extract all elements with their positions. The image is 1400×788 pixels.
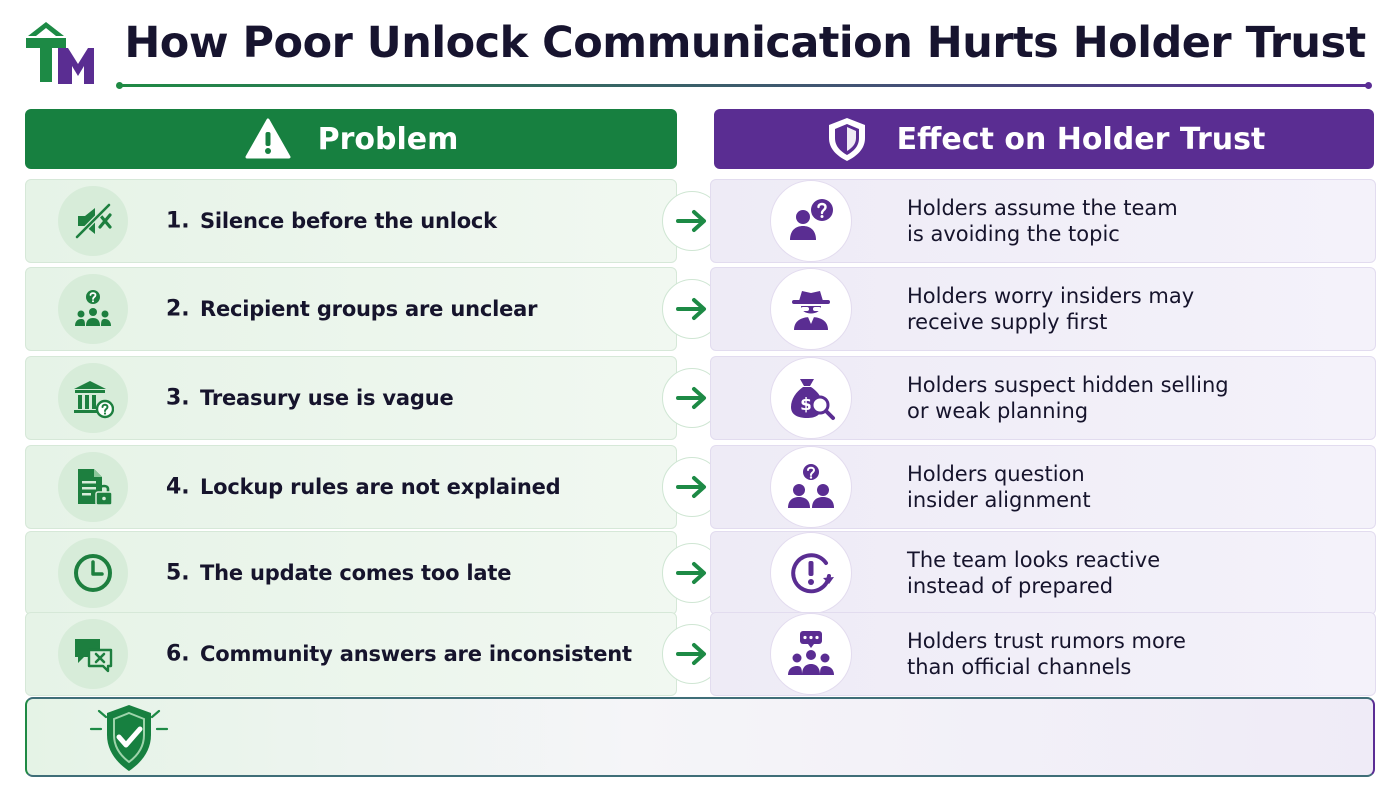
effect-line-1: Holders suspect hidden selling <box>907 373 1229 397</box>
effect-line-2: receive supply first <box>907 310 1108 334</box>
effect-line-2: or weak planning <box>907 399 1089 423</box>
comparison-row-4: 4. Lockup rules are not explained Holder… <box>0 445 1400 529</box>
problem-cell <box>25 356 677 440</box>
effect-text: The team looks reactive instead of prepa… <box>907 547 1160 599</box>
problem-cell <box>25 267 677 351</box>
brand-logo <box>26 22 94 84</box>
row-number: 6. <box>166 641 190 667</box>
row-number: 1. <box>166 208 190 234</box>
effect-line-2: than official channels <box>907 655 1132 679</box>
effect-line-1: Holders assume the team <box>907 196 1178 220</box>
effect-line-1: Holders worry insiders may <box>907 284 1195 308</box>
row-number: 4. <box>166 474 190 500</box>
comparison-row-1: 1. Silence before the unlock Holders ass… <box>0 179 1400 263</box>
effect-line-2: instead of prepared <box>907 574 1114 598</box>
alert-cycle-icon <box>770 532 852 614</box>
pair-question-icon <box>770 446 852 528</box>
svg-text:$: $ <box>800 395 812 415</box>
problem-header: Problem <box>25 109 677 169</box>
clock-icon <box>58 538 128 608</box>
effect-text: Holders question insider alignment <box>907 461 1091 513</box>
effect-text: Holders suspect hidden selling or weak p… <box>907 372 1229 424</box>
problem-text: Recipient groups are unclear <box>200 297 538 321</box>
shield-check-icon <box>89 705 169 771</box>
warning-icon <box>245 118 291 159</box>
chat-x-icon <box>58 619 128 689</box>
problem-text: The update comes too late <box>200 561 512 585</box>
row-number: 2. <box>166 296 190 322</box>
effect-text: Holders worry insiders may receive suppl… <box>907 283 1194 335</box>
shield-icon <box>828 118 865 161</box>
comparison-row-6: 6. Community answers are inconsistent Ho… <box>0 612 1400 696</box>
effect-line-2: is avoiding the topic <box>907 222 1120 246</box>
group-chat-icon <box>770 613 852 695</box>
comparison-row-3: 3. Treasury use is vague $ Holders suspe… <box>0 356 1400 440</box>
document-lock-icon <box>58 452 128 522</box>
problem-text: Lockup rules are not explained <box>200 475 561 499</box>
comparison-row-5: 5. The update comes too late The team lo… <box>0 531 1400 615</box>
row-number: 3. <box>166 385 190 411</box>
problem-text: Silence before the unlock <box>200 209 497 233</box>
spy-icon <box>770 268 852 350</box>
row-number: 5. <box>166 560 190 586</box>
money-search-icon: $ <box>770 357 852 439</box>
title-divider <box>116 82 1372 89</box>
effect-line-1: Holders question <box>907 462 1085 486</box>
effect-text: Holders assume the team is avoiding the … <box>907 195 1178 247</box>
effect-line-1: The team looks reactive <box>907 548 1161 572</box>
effect-line-1: Holders trust rumors more <box>907 629 1186 653</box>
problem-cell <box>25 445 677 529</box>
comparison-row-2: 2. Recipient groups are unclear Holders … <box>0 267 1400 351</box>
page-title: How Poor Unlock Communication Hurts Hold… <box>124 18 1366 68</box>
problem-header-label: Problem <box>317 121 459 157</box>
effect-text: Holders trust rumors more than official … <box>907 628 1186 680</box>
effect-line-2: insider alignment <box>907 488 1091 512</box>
person-question-icon <box>770 180 852 262</box>
effect-header: Effect on Holder Trust <box>714 109 1374 169</box>
footer-banner <box>25 697 1375 777</box>
problem-cell <box>25 531 677 615</box>
group-question-icon <box>58 274 128 344</box>
problem-text: Community answers are inconsistent <box>200 642 632 666</box>
mute-icon <box>58 186 128 256</box>
problem-cell <box>25 612 677 696</box>
bank-question-icon <box>58 363 128 433</box>
effect-header-label: Effect on Holder Trust <box>896 121 1266 157</box>
problem-text: Treasury use is vague <box>200 386 454 410</box>
problem-cell <box>25 179 677 263</box>
